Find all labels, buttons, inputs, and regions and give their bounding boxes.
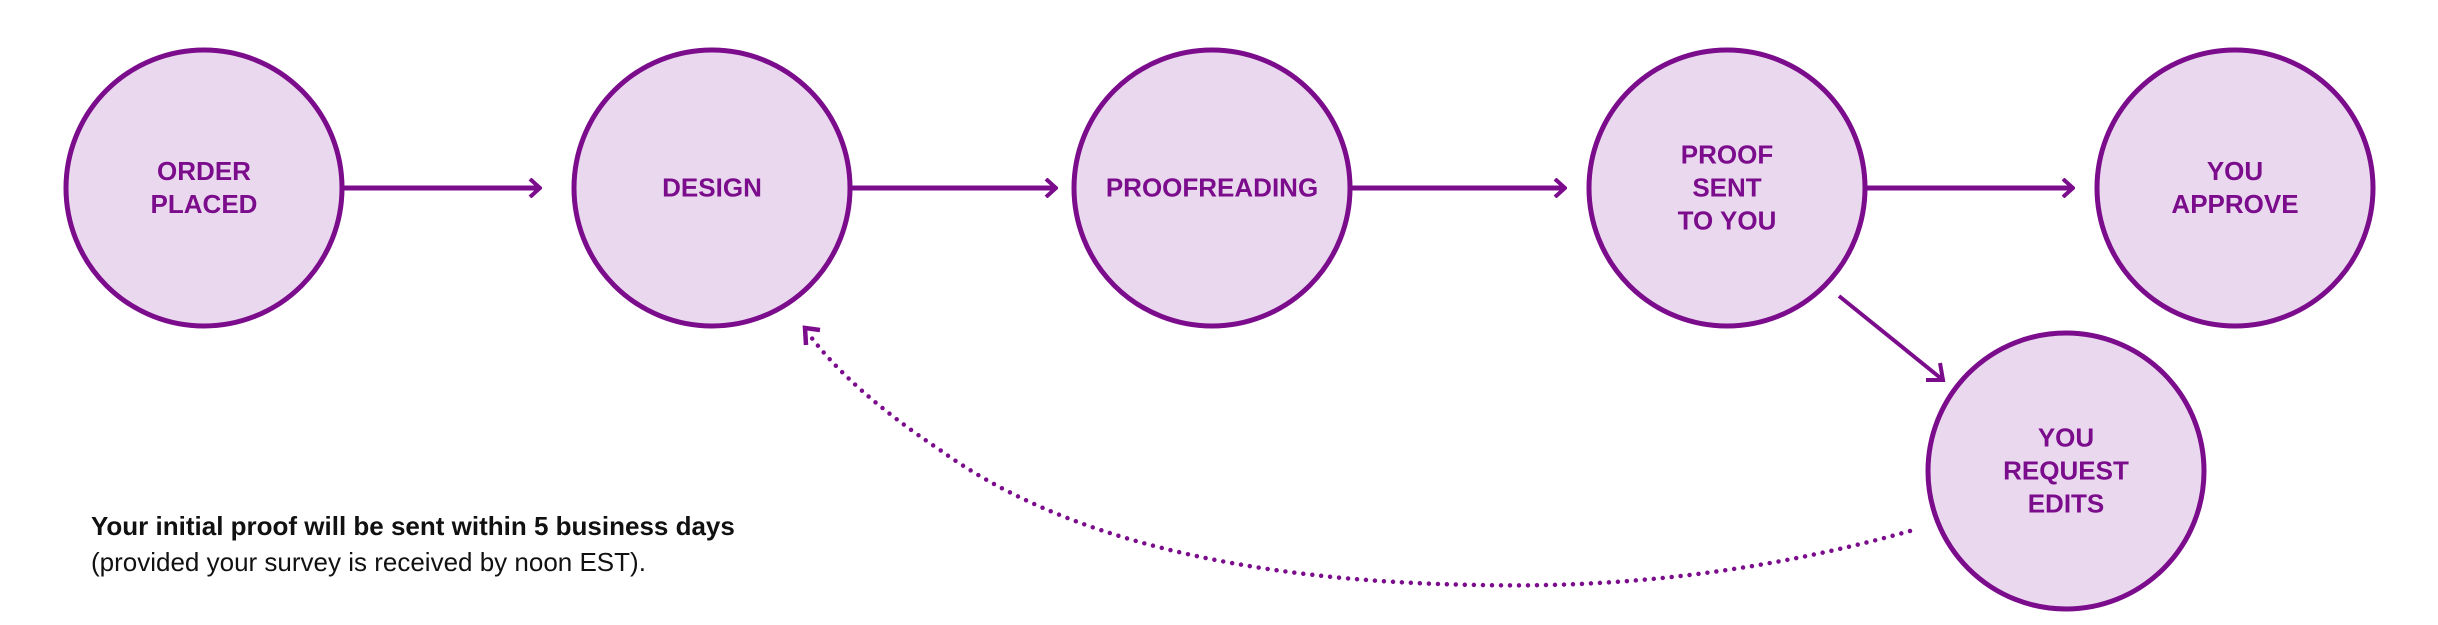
node-label-line: APPROVE bbox=[2171, 189, 2299, 219]
turnaround-note: Your initial proof will be sent within 5… bbox=[91, 508, 735, 580]
node-label-line: DESIGN bbox=[662, 172, 762, 203]
node-label-line: YOU bbox=[2206, 156, 2264, 186]
node-circle-request-edits bbox=[1925, 330, 2207, 612]
node-label-line: TO YOU bbox=[1677, 205, 1777, 236]
node-circle-approve bbox=[2094, 47, 2376, 329]
note-bold: Your initial proof will be sent within 5… bbox=[91, 511, 735, 541]
dotted-arrow-head bbox=[802, 325, 821, 346]
node-label-line: PLACED bbox=[150, 189, 258, 219]
arrow-request-edits-head bbox=[1926, 362, 1946, 382]
node-label-line: PROOFREADING bbox=[1105, 172, 1319, 203]
node-label-line: REQUEST bbox=[2003, 455, 2129, 486]
node-label-design: DESIGN bbox=[582, 172, 842, 205]
node-label-line: ORDER bbox=[157, 156, 251, 186]
node-label-line: YOU bbox=[2037, 422, 2095, 453]
node-label-line: EDITS bbox=[2027, 488, 2105, 519]
note-normal: (provided your survey is received by noo… bbox=[91, 547, 646, 577]
node-label-proofreading: PROOFREADING bbox=[1082, 172, 1342, 205]
dotted-arrow-edits-to-design bbox=[805, 330, 1913, 588]
node-circle-order bbox=[63, 47, 345, 329]
node-circle-proofreading bbox=[1071, 47, 1353, 329]
node-circle-proof-sent bbox=[1586, 47, 1868, 329]
arrow-proof-sent-to-request-edits bbox=[1837, 294, 1945, 382]
node-label-line: SENT bbox=[1692, 172, 1762, 203]
node-label-line: PROOF bbox=[1680, 139, 1774, 170]
node-circle-design bbox=[571, 47, 853, 329]
